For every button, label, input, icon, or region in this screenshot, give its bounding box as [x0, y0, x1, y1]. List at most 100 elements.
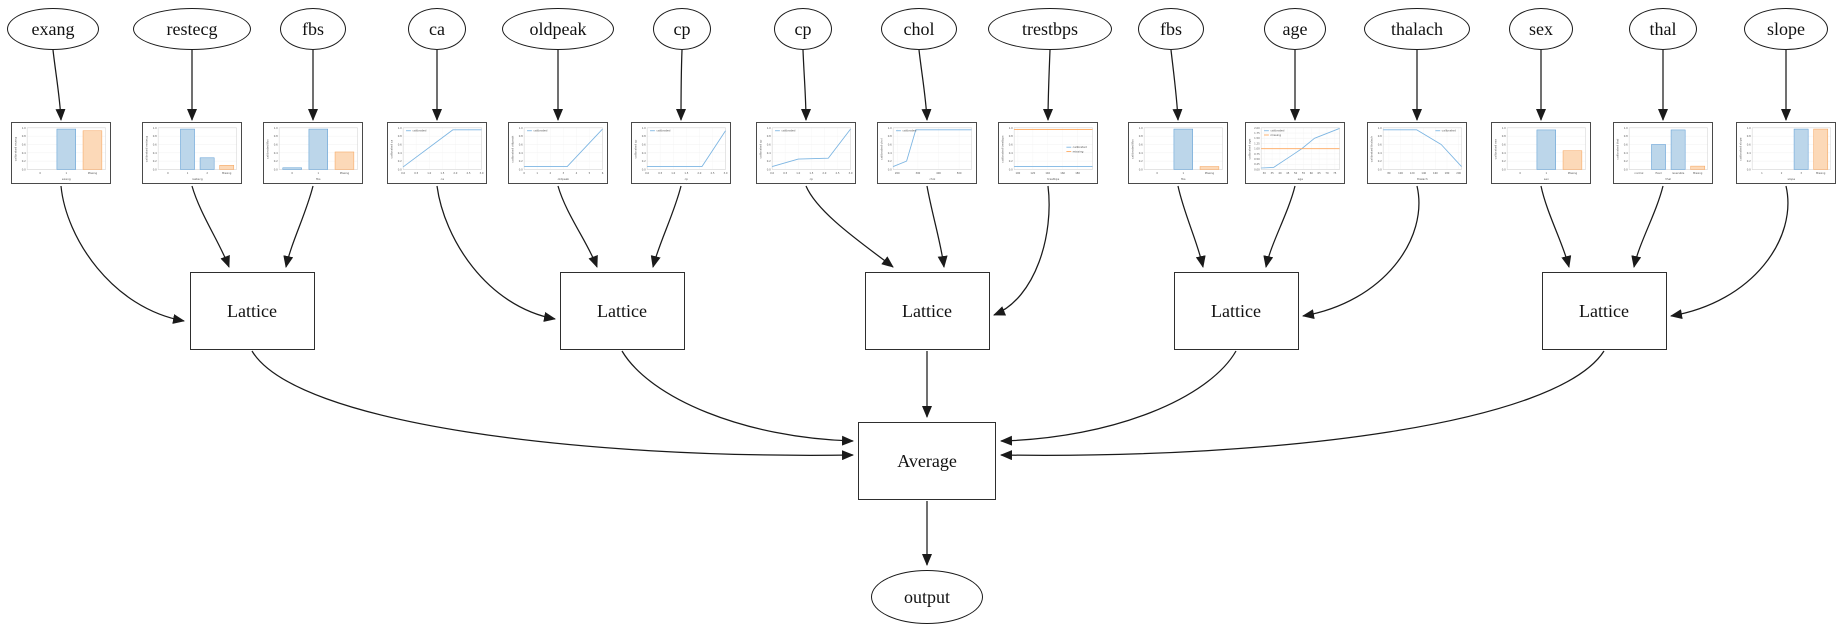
svg-text:thal: thal: [1666, 177, 1672, 181]
svg-text:2.00: 2.00: [1254, 126, 1260, 130]
feature-node-fbs-2: fbs: [1138, 8, 1204, 50]
svg-text:2: 2: [206, 171, 208, 175]
svg-text:100: 100: [1015, 171, 1020, 175]
svg-text:0.0: 0.0: [519, 167, 523, 171]
edge-l1-avg: [251, 350, 854, 461]
svg-text:1: 1: [66, 171, 68, 175]
svg-text:1.0: 1.0: [642, 126, 646, 130]
edge-c5-l2: [557, 185, 598, 268]
svg-text:0.8: 0.8: [1502, 134, 1506, 138]
svg-text:1.0: 1.0: [22, 126, 26, 130]
svg-text:0.0: 0.0: [1624, 167, 1628, 171]
svg-text:reversible: reversible: [1672, 171, 1685, 175]
svg-text:0.8: 0.8: [1378, 134, 1382, 138]
svg-text:0.6: 0.6: [519, 142, 523, 146]
svg-text:0.0: 0.0: [153, 167, 157, 171]
edge-c9-l3: [993, 185, 1050, 316]
svg-text:0.8: 0.8: [1139, 134, 1143, 138]
svg-text:0.8: 0.8: [642, 134, 646, 138]
svg-text:0: 0: [1519, 171, 1521, 175]
edge-c10-l4: [1177, 185, 1206, 268]
svg-text:Missing: Missing: [222, 171, 232, 175]
svg-text:75: 75: [1333, 171, 1337, 175]
svg-text:0.0: 0.0: [398, 167, 402, 171]
svg-text:0.0: 0.0: [1009, 167, 1013, 171]
svg-text:140: 140: [1045, 171, 1050, 175]
svg-text:0.2: 0.2: [1009, 159, 1013, 163]
svg-text:1.0: 1.0: [1624, 126, 1628, 130]
svg-text:0.0: 0.0: [1139, 167, 1143, 171]
svg-text:Missing: Missing: [340, 171, 350, 175]
svg-text:0.6: 0.6: [153, 142, 157, 146]
svg-text:0.4: 0.4: [519, 151, 523, 155]
svg-text:0.8: 0.8: [519, 134, 523, 138]
svg-text:calibrated oldpeak: calibrated oldpeak: [510, 135, 514, 162]
svg-text:1.0: 1.0: [519, 126, 523, 130]
svg-text:calibrated fbs: calibrated fbs: [265, 139, 269, 159]
svg-text:0.2: 0.2: [22, 159, 26, 163]
svg-text:cp: cp: [685, 177, 689, 181]
edge-f8-c8: [918, 49, 932, 121]
svg-text:120: 120: [1030, 171, 1035, 175]
svg-text:0.8: 0.8: [1747, 134, 1751, 138]
svg-text:70: 70: [1325, 171, 1329, 175]
feature-node-cp: cp: [653, 8, 711, 50]
feature-node-trestbps: trestbps: [988, 8, 1112, 50]
svg-text:calibrated thal: calibrated thal: [1615, 138, 1619, 159]
svg-text:calibrated exang: calibrated exang: [13, 137, 17, 161]
svg-text:0.4: 0.4: [274, 151, 278, 155]
svg-text:0.2: 0.2: [1139, 159, 1143, 163]
svg-text:calibrated: calibrated: [781, 129, 795, 133]
svg-text:calibrated slope: calibrated slope: [1738, 137, 1742, 160]
svg-text:0.5: 0.5: [783, 171, 787, 175]
svg-text:0.25: 0.25: [1254, 162, 1260, 166]
svg-text:0: 0: [291, 171, 293, 175]
svg-text:Missing: Missing: [88, 171, 98, 175]
svg-text:3.0: 3.0: [480, 171, 484, 175]
svg-text:1.0: 1.0: [1747, 126, 1751, 130]
svg-text:200: 200: [1456, 171, 1461, 175]
feature-label: slope: [1767, 18, 1805, 39]
svg-text:0.8: 0.8: [1009, 134, 1013, 138]
svg-text:0.0: 0.0: [642, 167, 646, 171]
svg-text:50: 50: [1294, 171, 1298, 175]
svg-text:2.0: 2.0: [822, 171, 826, 175]
svg-text:age: age: [1298, 177, 1304, 181]
svg-text:oldpeak: oldpeak: [558, 177, 570, 181]
svg-text:0.8: 0.8: [398, 134, 402, 138]
svg-text:40: 40: [1278, 171, 1282, 175]
lattice-box-2: Lattice: [559, 272, 685, 350]
lattice-label: Lattice: [1211, 300, 1261, 321]
svg-text:ca: ca: [441, 177, 445, 181]
svg-text:0.4: 0.4: [153, 151, 157, 155]
svg-text:Missing: Missing: [1205, 171, 1215, 175]
svg-text:0.8: 0.8: [153, 134, 157, 138]
svg-text:0.2: 0.2: [642, 159, 646, 163]
feature-label: fbs: [302, 18, 324, 39]
svg-text:0.0: 0.0: [274, 167, 278, 171]
svg-text:0: 0: [523, 171, 525, 175]
svg-text:0.2: 0.2: [274, 159, 278, 163]
svg-text:45: 45: [1286, 171, 1290, 175]
svg-text:0: 0: [39, 171, 41, 175]
edge-c2-l1: [191, 185, 230, 268]
svg-text:slope: slope: [1787, 177, 1795, 181]
svg-text:0.0: 0.0: [770, 171, 774, 175]
svg-text:calibrated: calibrated: [656, 129, 670, 133]
svg-text:0.75: 0.75: [1254, 152, 1260, 156]
svg-text:1.25: 1.25: [1254, 141, 1260, 145]
svg-text:30: 30: [1263, 171, 1267, 175]
svg-text:0: 0: [167, 171, 169, 175]
lattice-box-5: Lattice: [1541, 272, 1667, 350]
feature-label: exang: [31, 18, 75, 39]
svg-text:0.00: 0.00: [1254, 167, 1260, 171]
svg-text:3.0: 3.0: [849, 171, 853, 175]
svg-text:calibrated chol: calibrated chol: [879, 138, 883, 160]
svg-text:35: 35: [1271, 171, 1275, 175]
svg-text:1.5: 1.5: [684, 171, 688, 175]
